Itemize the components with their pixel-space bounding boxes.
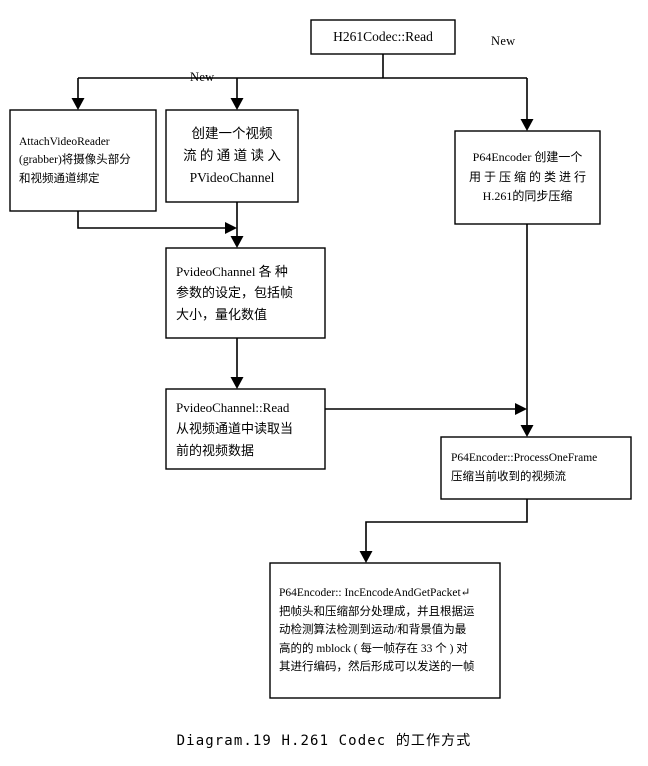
edge-pvideochannel-read-to-encoder-trunk-arrowhead: [515, 403, 527, 415]
edge-label-new-left: New: [190, 70, 215, 84]
attach-video-reader-box: [9, 109, 157, 212]
edge-attach-video-reader-to-channel-trunk-arrowhead: [225, 222, 237, 234]
figure-caption: Diagram.19 H.261 Codec 的工作方式: [176, 733, 472, 749]
edge-p64encoder-create-to-process-one-frame-arrowhead: [520, 425, 534, 437]
edge-bus-to-attach-video-reader-arrowhead: [71, 98, 85, 110]
boxes-layer: [9, 19, 632, 699]
edge-create-video-stream-to-params-arrowhead: [230, 236, 244, 248]
edge-params-to-pvideochannel-read-arrowhead: [230, 377, 244, 389]
edge-bus-to-p64encoder-create-arrowhead: [520, 119, 534, 131]
edge-process-one-frame-to-inc-encode: [365, 499, 528, 553]
create-video-stream-channel-box: [165, 109, 299, 203]
edges-layer: [77, 54, 528, 553]
edge-label-new-right: New: [491, 34, 516, 48]
edge-process-one-frame-to-inc-encode-arrowhead: [359, 551, 373, 563]
pvideochannel-params-box: [165, 247, 326, 339]
arrowheads-layer: [71, 98, 534, 563]
pvideochannel-read-box: [165, 388, 326, 470]
edge-attach-video-reader-to-channel-trunk: [77, 211, 227, 229]
edge-bus-to-create-video-stream-arrowhead: [230, 98, 244, 110]
process-one-frame-box: [440, 436, 632, 500]
h261codec-read-box: [310, 19, 456, 55]
p64encoder-create-box: [454, 130, 601, 225]
inc-encode-and-get-packet-box: [269, 562, 501, 699]
